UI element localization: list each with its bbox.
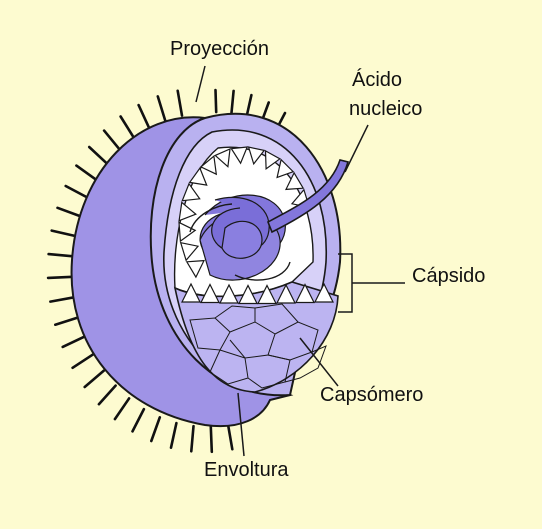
label-nucleico: nucleico [349, 97, 422, 121]
projection-spike [73, 354, 94, 368]
projection-spike [104, 131, 120, 150]
projection-spike [232, 91, 234, 113]
projection-spike [211, 427, 212, 452]
projection-spike [171, 423, 176, 448]
projection-spike [191, 426, 193, 451]
projection-spike [247, 95, 252, 116]
projection-spike [63, 336, 85, 347]
projection-spike [151, 417, 160, 441]
projection-spike [85, 371, 104, 387]
projection-spike [52, 231, 76, 237]
projection-spike [49, 254, 74, 256]
projection-spike [158, 96, 165, 120]
label-proyeccion: Proyección [170, 37, 269, 61]
projection-spike [89, 147, 107, 164]
projection-spike [115, 398, 129, 419]
projection-spike [55, 317, 79, 325]
label-acido: Ácido [352, 68, 402, 92]
projection-spike [76, 166, 96, 181]
label-capsido: Cápsido [412, 264, 485, 288]
projection-spike [228, 424, 232, 449]
projection-spike [139, 105, 150, 128]
projection-spike [50, 297, 74, 301]
label-envoltura: Envoltura [204, 458, 289, 482]
projection-spike [58, 208, 81, 217]
projection-spike [121, 117, 134, 138]
projection-spike [216, 90, 217, 112]
projection-spike [133, 409, 144, 431]
projection-spike [66, 186, 88, 198]
projection-spike [48, 277, 73, 278]
label-capsomero: Capsómero [320, 383, 423, 407]
projection-spike [99, 386, 116, 405]
projection-spike [178, 91, 182, 116]
